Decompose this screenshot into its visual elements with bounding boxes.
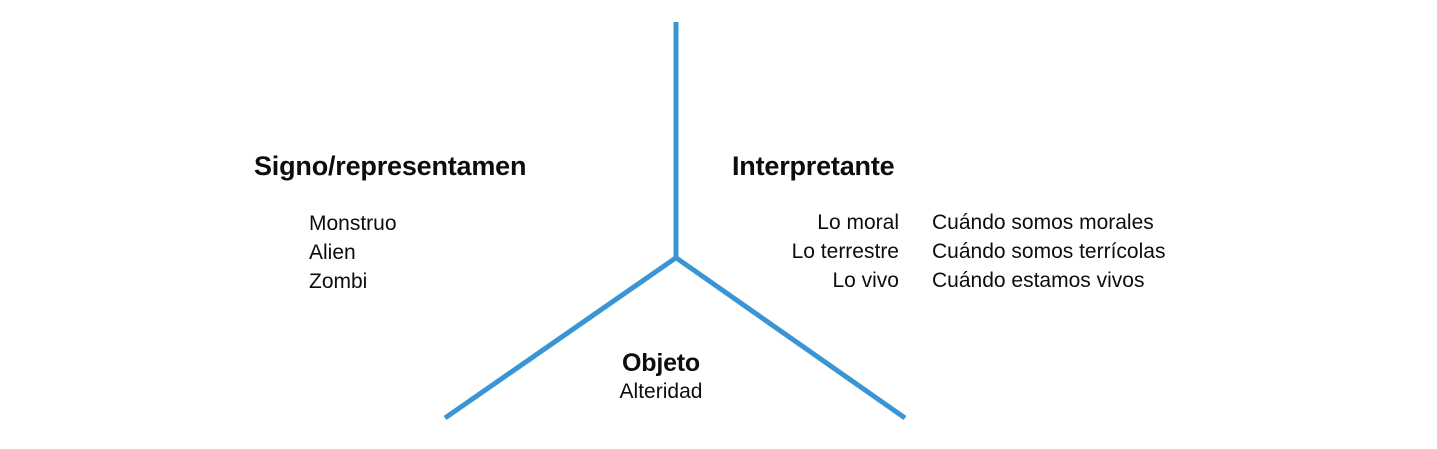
zone-interpretante: Interpretante Lo moral Lo terrestre Lo v…	[732, 152, 1165, 295]
zone-signo-representamen: Signo/representamen Monstruo Alien Zombi	[254, 152, 526, 296]
list-item: Zombi	[309, 270, 368, 294]
list-item: Cuándo somos terrícolas	[932, 240, 1166, 264]
zone-objeto-subtitle: Alteridad	[619, 380, 703, 404]
list-item: Lo moral	[817, 211, 899, 235]
zone-signo-title: Signo/representamen	[254, 151, 527, 181]
signo-item-list: Monstruo Alien Zombi	[309, 209, 526, 296]
interpretante-pair-table: Lo moral Lo terrestre Lo vivo Cuándo som…	[732, 208, 1166, 295]
list-item: Cuándo somos morales	[932, 211, 1154, 235]
list-item: Cuándo estamos vivos	[932, 269, 1145, 293]
list-item: Lo terrestre	[791, 240, 899, 264]
interpretante-concept-column: Lo moral Lo terrestre Lo vivo	[732, 208, 899, 295]
zone-objeto-title: Objeto	[622, 349, 700, 377]
zone-interpretante-title: Interpretante	[732, 151, 895, 181]
list-item: Monstruo	[309, 212, 397, 236]
interpretante-question-column: Cuándo somos morales Cuándo somos terríc…	[932, 208, 1165, 295]
list-item: Alien	[309, 241, 356, 265]
zone-objeto: Objeto Alteridad	[541, 350, 781, 405]
list-item: Lo vivo	[832, 269, 899, 293]
